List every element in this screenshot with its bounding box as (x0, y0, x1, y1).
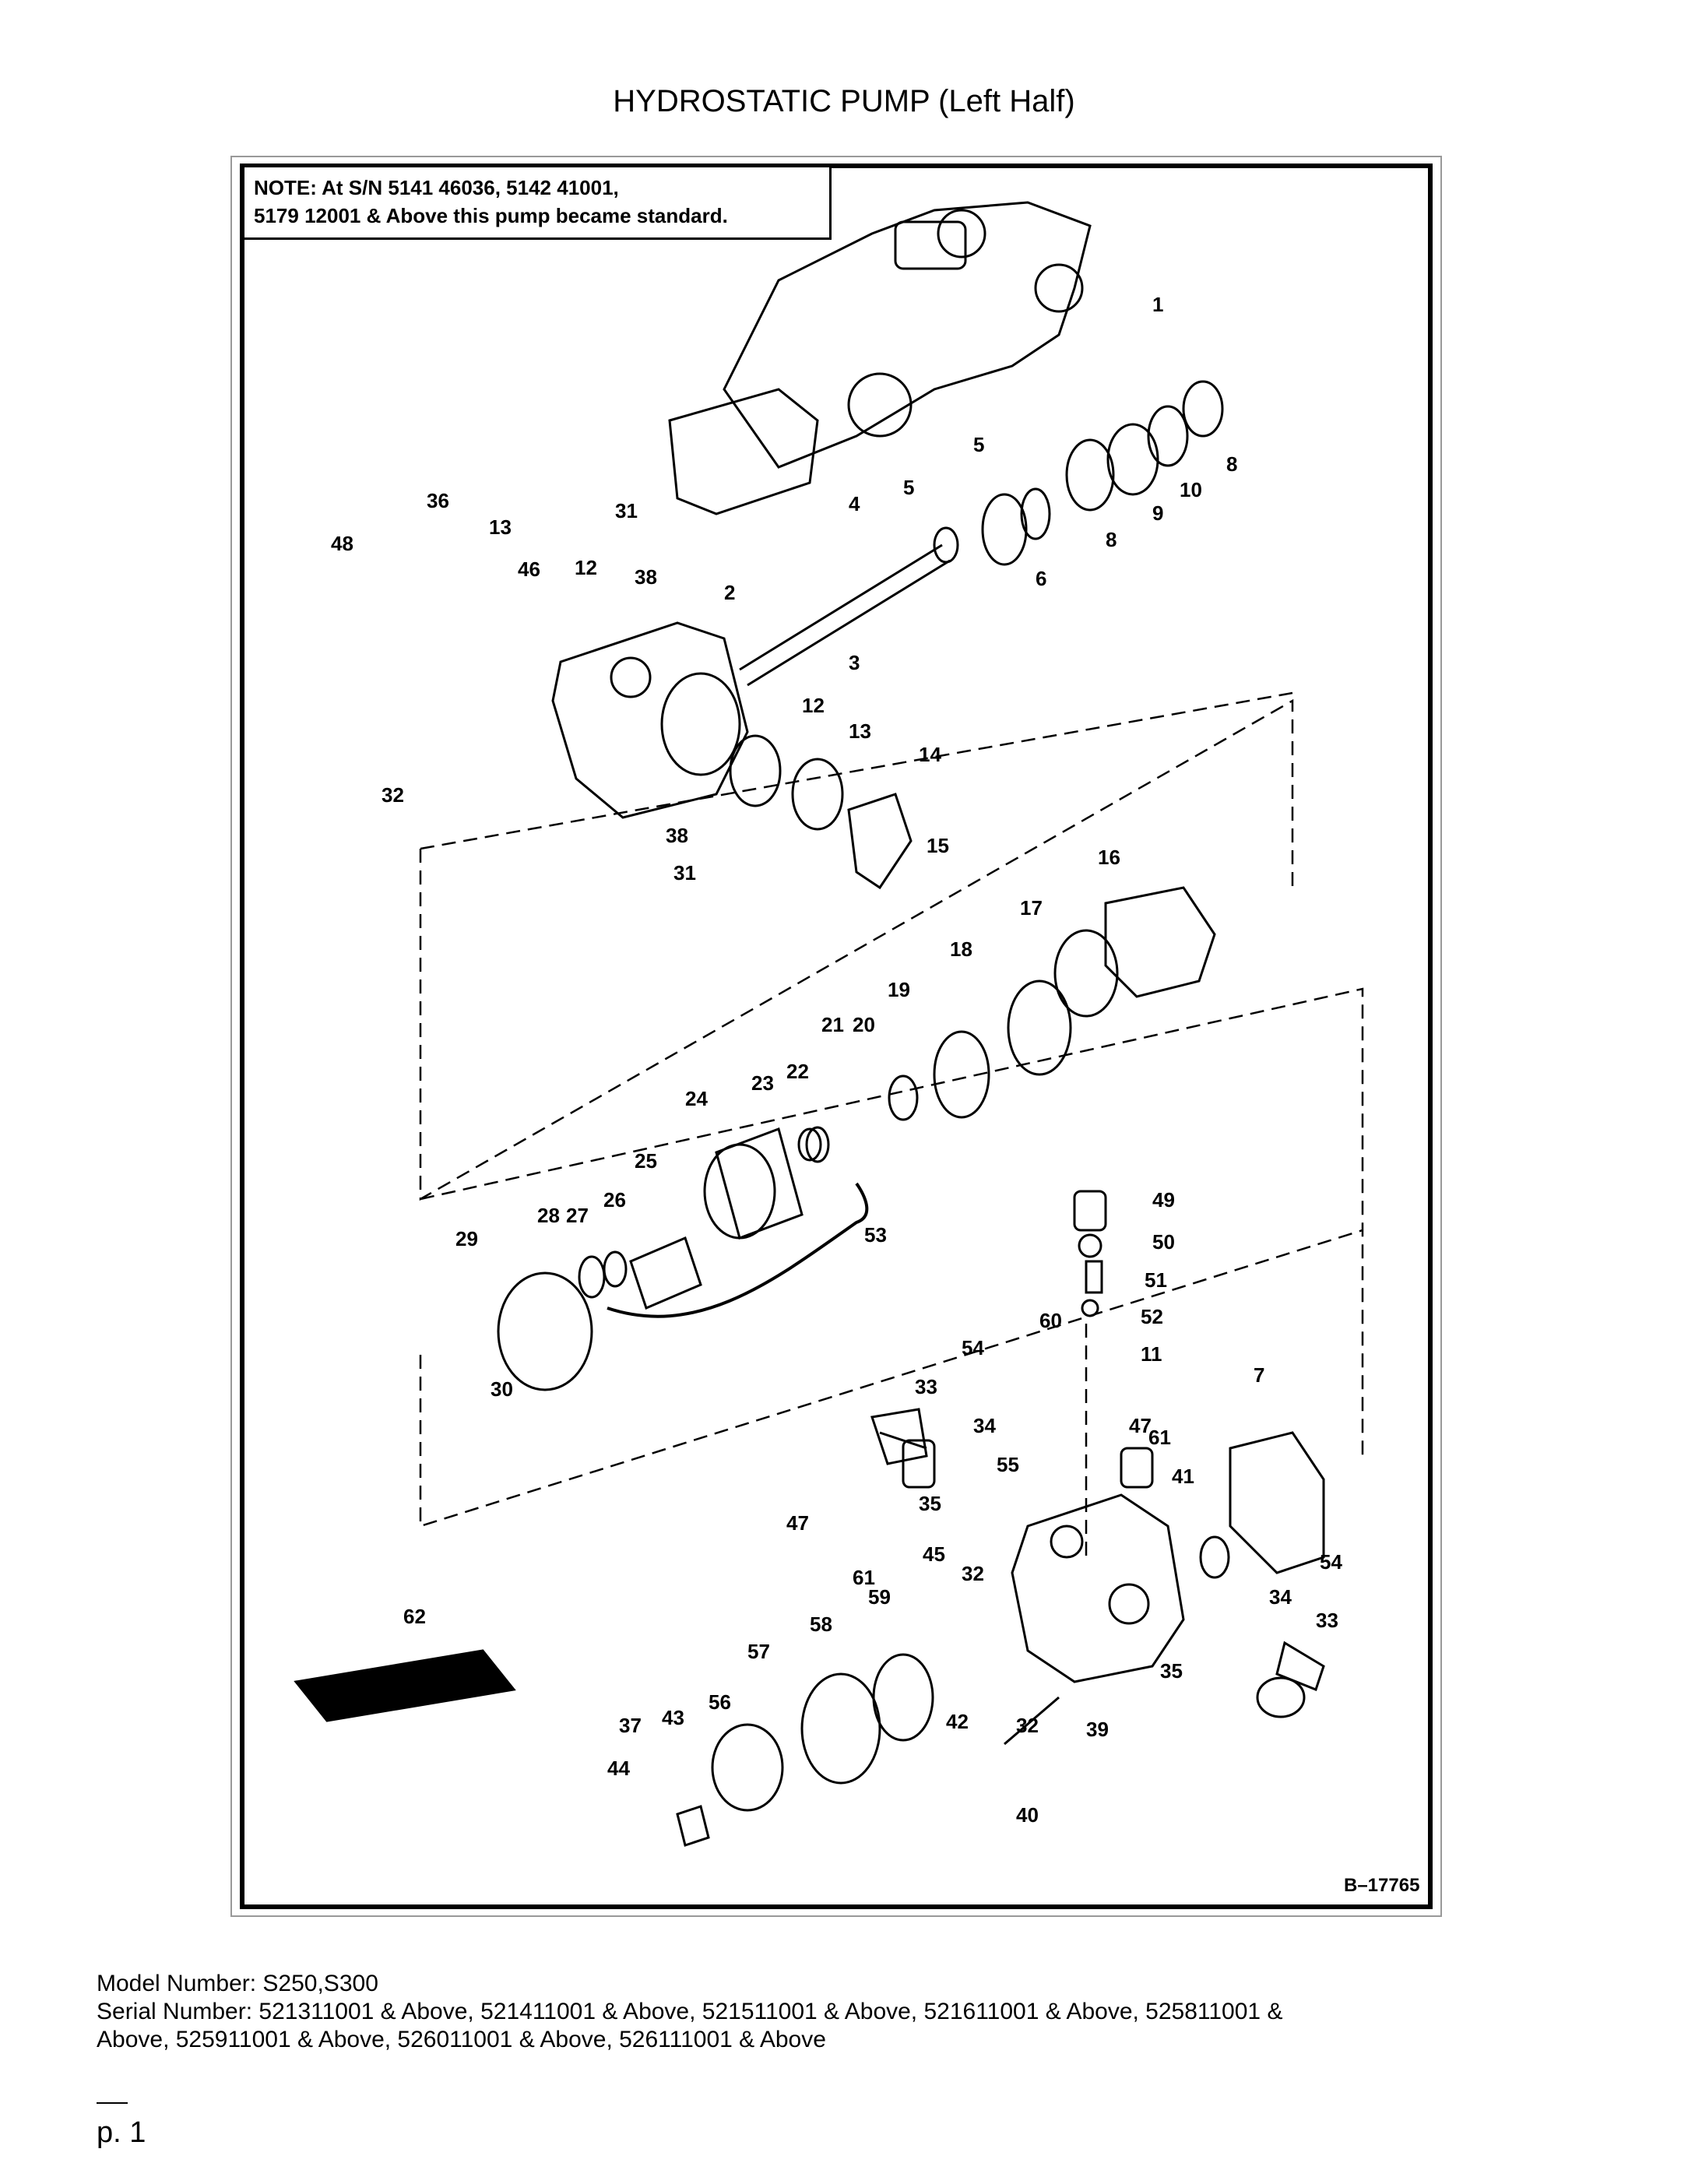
callout-labels: 1 2 3 4 5 5 6 7 8 8 9 10 11 12 12 13 13 … (331, 293, 1342, 1827)
shaft-drawing (739, 380, 1224, 687)
callout: 31 (615, 499, 638, 522)
model-number: Model Number: S250,S300 (97, 1971, 378, 1996)
callout: 47 (786, 1511, 809, 1535)
callout: 34 (1269, 1585, 1292, 1609)
callout: 62 (403, 1605, 426, 1628)
callout: 44 (607, 1757, 630, 1780)
callout: 54 (1320, 1550, 1342, 1574)
serial-numbers-cont: Above, 525911001 & Above, 526011001 & Ab… (97, 2027, 826, 2052)
callout: 31 (673, 861, 696, 885)
callout: 23 (751, 1071, 774, 1095)
callout: 3 (849, 651, 860, 674)
callout: 18 (950, 937, 972, 961)
page-number: p. 1 (97, 2116, 146, 2149)
callout: 54 (962, 1336, 984, 1359)
callout: 27 (566, 1204, 589, 1227)
callout: 12 (802, 694, 825, 717)
note-line: NOTE: At S/N 5141 46036, 5142 41001, (254, 176, 619, 199)
callout: 2 (724, 581, 735, 604)
callout: 12 (575, 556, 597, 579)
callout: 33 (1316, 1609, 1338, 1632)
callout: 45 (923, 1542, 945, 1566)
callout: 21 (821, 1013, 844, 1036)
callout: 61 (853, 1566, 875, 1589)
callout: 42 (946, 1710, 969, 1733)
callout: 5 (973, 433, 984, 456)
callout: 7 (1254, 1363, 1264, 1387)
pump-assembly-drawing (668, 201, 1092, 515)
page-title: HYDROSTATIC PUMP (Left Half) (613, 84, 1075, 118)
callout: 52 (1141, 1305, 1163, 1328)
callout: 9 (1152, 501, 1163, 525)
callout: 41 (1172, 1465, 1194, 1488)
callout: 19 (888, 978, 910, 1001)
callout: 6 (1036, 567, 1046, 590)
callout: 1 (1152, 293, 1163, 316)
footer-info: Model Number: S250,S300 Serial Number: 5… (97, 1970, 1623, 2054)
callout: 13 (849, 719, 871, 743)
callout: 57 (747, 1640, 770, 1663)
callout: 40 (1016, 1803, 1039, 1827)
callout: 56 (709, 1690, 731, 1714)
callout: 39 (1086, 1718, 1109, 1741)
callout: 32 (382, 783, 404, 807)
callout: 16 (1098, 846, 1120, 869)
reference-lines (419, 691, 1364, 1557)
callout: 43 (662, 1706, 684, 1729)
callout: 48 (331, 532, 353, 555)
callout: 55 (997, 1453, 1019, 1476)
callout: 30 (491, 1377, 513, 1401)
callout: 20 (853, 1013, 875, 1036)
callout: 26 (603, 1188, 626, 1212)
callout: 36 (427, 489, 449, 512)
standard-note: NOTE: At S/N 5141 46036, 5142 41001, 517… (244, 167, 832, 240)
callout: 29 (455, 1227, 478, 1250)
callout: 8 (1106, 528, 1117, 551)
callout: 34 (973, 1414, 996, 1437)
figure-border (240, 164, 1433, 1909)
callout: 24 (685, 1087, 708, 1110)
callout: 17 (1020, 896, 1043, 920)
callout: 35 (1160, 1659, 1183, 1683)
callout: 22 (786, 1060, 809, 1083)
note-line: 5179 12001 & Above this pump became stan… (254, 204, 728, 227)
callout: 25 (635, 1149, 657, 1173)
figure-frame (230, 156, 1442, 1917)
callout: 32 (1016, 1714, 1039, 1737)
callout: 38 (635, 565, 657, 589)
figure-id: B–17765 (1344, 1875, 1420, 1896)
callout: 50 (1152, 1230, 1175, 1254)
callout: 38 (666, 824, 688, 847)
callout: 8 (1226, 452, 1237, 476)
end-cap-drawing (676, 1190, 1325, 1847)
callout: 15 (927, 834, 949, 857)
callout: 58 (810, 1613, 832, 1636)
serial-numbers: Serial Number: 521311001 & Above, 521411… (97, 1999, 1283, 2024)
callout: 13 (489, 515, 512, 539)
callout: 46 (518, 557, 540, 581)
callout: 14 (919, 743, 941, 766)
footer-rule (97, 2102, 128, 2104)
callout: 59 (868, 1585, 891, 1609)
callout: 33 (915, 1375, 937, 1398)
callout: 37 (619, 1714, 642, 1737)
callout: 60 (1039, 1309, 1062, 1332)
callout: 5 (903, 476, 914, 499)
callout: 10 (1180, 478, 1202, 501)
callout: 4 (849, 492, 860, 515)
callout: 28 (537, 1204, 560, 1227)
rotating-group-drawing (497, 886, 1216, 1391)
callout: 35 (919, 1492, 941, 1515)
sealant-strip-drawing (294, 1649, 516, 1722)
callout: 47 (1129, 1414, 1152, 1437)
callout: 32 (962, 1562, 984, 1585)
housing-drawing (551, 621, 913, 890)
callout: 51 (1145, 1268, 1167, 1292)
group-bracket-53 (607, 1182, 869, 1318)
callout: 61 (1148, 1426, 1171, 1449)
callout: 53 (864, 1223, 887, 1247)
callout: 49 (1152, 1188, 1175, 1212)
callout: 11 (1141, 1342, 1162, 1366)
